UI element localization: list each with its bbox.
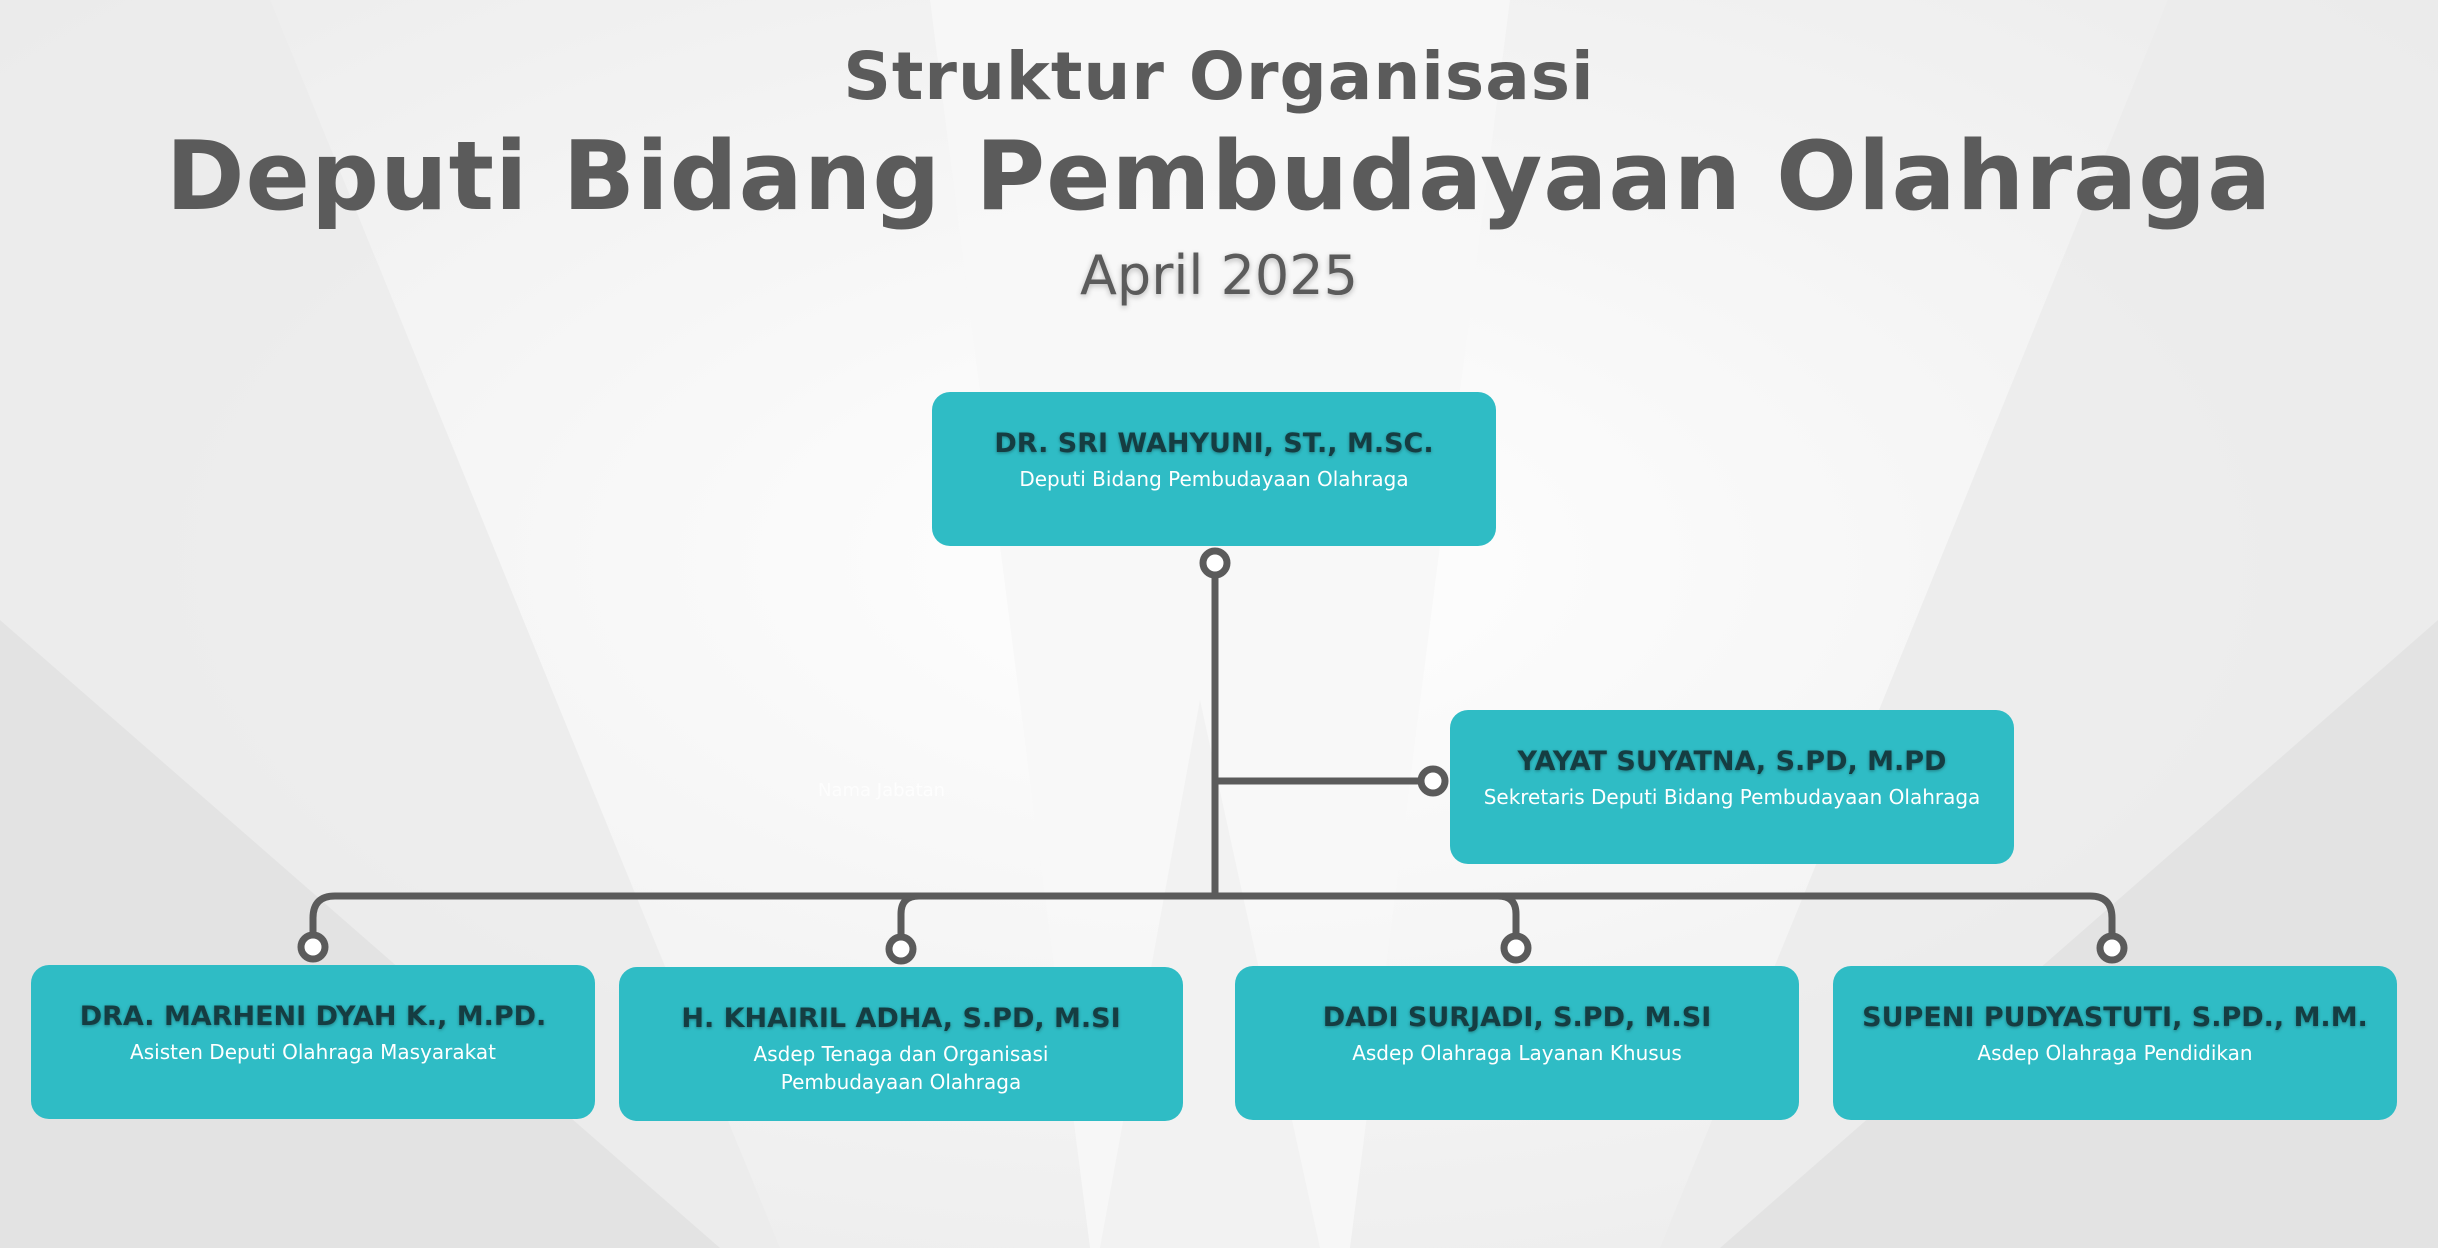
node-name: YAYAT SUYATNA, S.PD, M.PD — [1517, 746, 1947, 777]
node-asdep-4: SUPENI PUDYASTUTI, S.PD., M.M. Asdep Ola… — [1833, 966, 2397, 1120]
connector-node-asdep-4 — [2096, 932, 2128, 964]
node-role: Deputi Bidang Pembudayaan Olahraga — [1019, 467, 1409, 491]
node-role: Sekretaris Deputi Bidang Pembudayaan Ola… — [1483, 785, 1981, 809]
node-deputi: DR. SRI WAHYUNI, ST., M.SC. Deputi Bidan… — [932, 392, 1496, 546]
diagram-title: Deputi Bidang Pembudayaan Olahraga — [165, 122, 2273, 232]
node-asdep-2: H. KHAIRIL ADHA, S.PD, M.SI Asdep Tenaga… — [619, 967, 1183, 1121]
connector-node-secretary — [1417, 765, 1449, 797]
node-name: DADI SURJADI, S.PD, M.SI — [1322, 1002, 1712, 1033]
node-name: H. KHAIRIL ADHA, S.PD, M.SI — [681, 1003, 1121, 1034]
diagram-date: April 2025 — [1079, 244, 1358, 307]
diagram-subtitle: Struktur Organisasi — [843, 38, 1595, 115]
connector-node-asdep-3 — [1500, 932, 1532, 964]
node-name: SUPENI PUDYASTUTI, S.PD., M.M. — [1862, 1002, 2368, 1033]
connector-node-head — [1199, 547, 1231, 579]
connector-drop-2 — [897, 892, 923, 938]
connector-drop-3 — [1494, 892, 1520, 938]
node-role: Asdep Olahraga Pendidikan — [1977, 1041, 2253, 1065]
node-role: Asisten Deputi Olahraga Masyarakat — [130, 1040, 496, 1064]
node-asdep-1: DRA. MARHENI DYAH K., M.PD. Asisten Depu… — [31, 965, 595, 1119]
node-asdep-3: DADI SURJADI, S.PD, M.SI Asdep Olahraga … — [1235, 966, 1799, 1120]
node-sekretaris: YAYAT SUYATNA, S.PD, M.PD Sekretaris Dep… — [1450, 710, 2014, 864]
node-role: Asdep Tenaga dan Organisasi Pembudayaan … — [753, 1042, 1049, 1094]
connector-node-asdep-1 — [297, 931, 329, 963]
connector-node-asdep-2 — [885, 933, 917, 965]
placeholder-text: Nama Jabatan — [818, 780, 946, 801]
connector-bus — [309, 892, 2116, 938]
node-name: DRA. MARHENI DYAH K., M.PD. — [79, 1001, 547, 1032]
node-role: Asdep Olahraga Layanan Khusus — [1352, 1041, 1682, 1065]
node-name: DR. SRI WAHYUNI, ST., M.SC. — [994, 428, 1434, 459]
